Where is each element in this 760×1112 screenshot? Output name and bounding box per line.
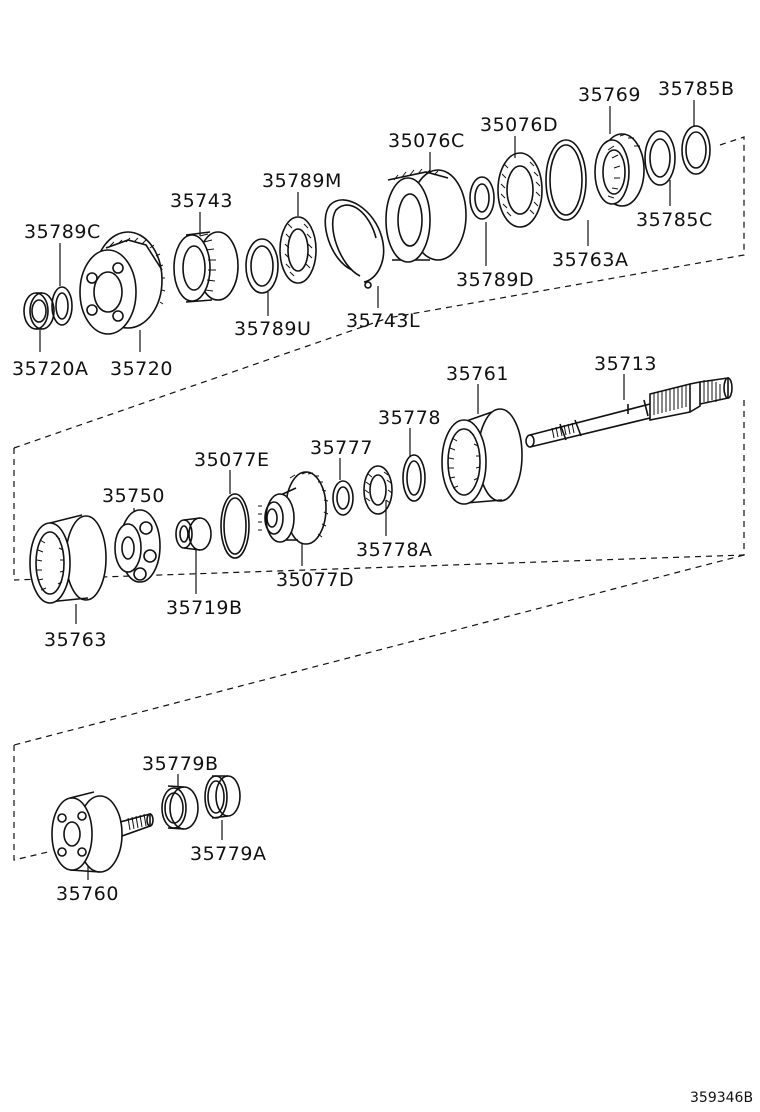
part-35778A-bearing xyxy=(363,465,393,515)
part-35760-carrier-assembly xyxy=(51,791,154,873)
boundary-top-right xyxy=(387,136,745,319)
boundary-upper-diagonal xyxy=(13,317,389,449)
label-35761: 35761 xyxy=(446,363,509,385)
label-35760: 35760 xyxy=(56,883,119,905)
label-35076D: 35076D xyxy=(480,114,558,136)
part-35743L-snap-ring xyxy=(324,199,385,289)
label-35719B: 35719B xyxy=(166,597,242,619)
diagram-code: 359346B xyxy=(690,1090,753,1106)
label-35777: 35777 xyxy=(310,437,373,459)
part-35763A-snap-ring xyxy=(545,139,587,221)
part-35713-output-shaft xyxy=(525,377,733,448)
label-35076C: 35076C xyxy=(388,130,465,152)
part-35777-race xyxy=(332,480,354,516)
part-35779A-bushing xyxy=(204,775,241,819)
label-35769: 35769 xyxy=(578,84,641,106)
part-35789U-race xyxy=(245,238,279,294)
label-35785B: 35785B xyxy=(658,78,734,100)
label-35789M: 35789M xyxy=(262,170,342,192)
section-boundaries xyxy=(13,136,745,861)
part-35785B-race xyxy=(681,125,711,175)
part-35785C-race xyxy=(644,130,676,186)
label-35720: 35720 xyxy=(110,358,173,380)
label-35778A: 35778A xyxy=(356,539,432,561)
part-35077E-snap-ring xyxy=(220,493,250,559)
label-35720A: 35720A xyxy=(12,358,88,380)
label-35743: 35743 xyxy=(170,190,233,212)
label-35789C: 35789C xyxy=(24,221,101,243)
label-35779A: 35779A xyxy=(190,843,266,865)
label-35789D: 35789D xyxy=(456,269,534,291)
label-35763: 35763 xyxy=(44,629,107,651)
part-35077D-sun-gear xyxy=(258,471,329,545)
part-35789D-race xyxy=(469,176,495,220)
part-35761-ring-gear xyxy=(441,408,523,505)
part-35720-carrier xyxy=(79,231,166,335)
label-35713: 35713 xyxy=(594,353,657,375)
boundary-lower-diagonal xyxy=(13,554,745,746)
part-35789C-race xyxy=(51,286,73,326)
label-35789U: 35789U xyxy=(234,318,311,340)
label-35763A: 35763A xyxy=(552,249,628,271)
part-35720A-washer xyxy=(23,292,55,330)
part-35763-ring-gear xyxy=(29,514,107,604)
part-35778-race xyxy=(402,454,426,502)
label-35785C: 35785C xyxy=(636,209,713,231)
part-35750-planetary-carrier xyxy=(114,509,161,583)
part-35779B-bushing xyxy=(161,785,199,830)
label-35778: 35778 xyxy=(378,407,441,429)
part-number-labels: 35720A 35789C 35720 35743 35789U 35789M … xyxy=(12,78,734,905)
part-35789M-bearing xyxy=(279,216,317,284)
part-35719B-bushing xyxy=(175,517,212,551)
part-35769-ring-gear xyxy=(594,133,645,207)
label-35077E: 35077E xyxy=(194,449,269,471)
label-35750: 35750 xyxy=(102,485,165,507)
label-35743L: 35743L xyxy=(346,310,420,332)
label-35779B: 35779B xyxy=(142,753,218,775)
part-35076C-clutch-hub xyxy=(385,168,467,263)
boundary-left-bottom xyxy=(13,745,49,861)
label-35077D: 35077D xyxy=(276,569,354,591)
part-35076D-bearing xyxy=(497,152,543,228)
part-35743-clutch-drum xyxy=(173,231,239,303)
